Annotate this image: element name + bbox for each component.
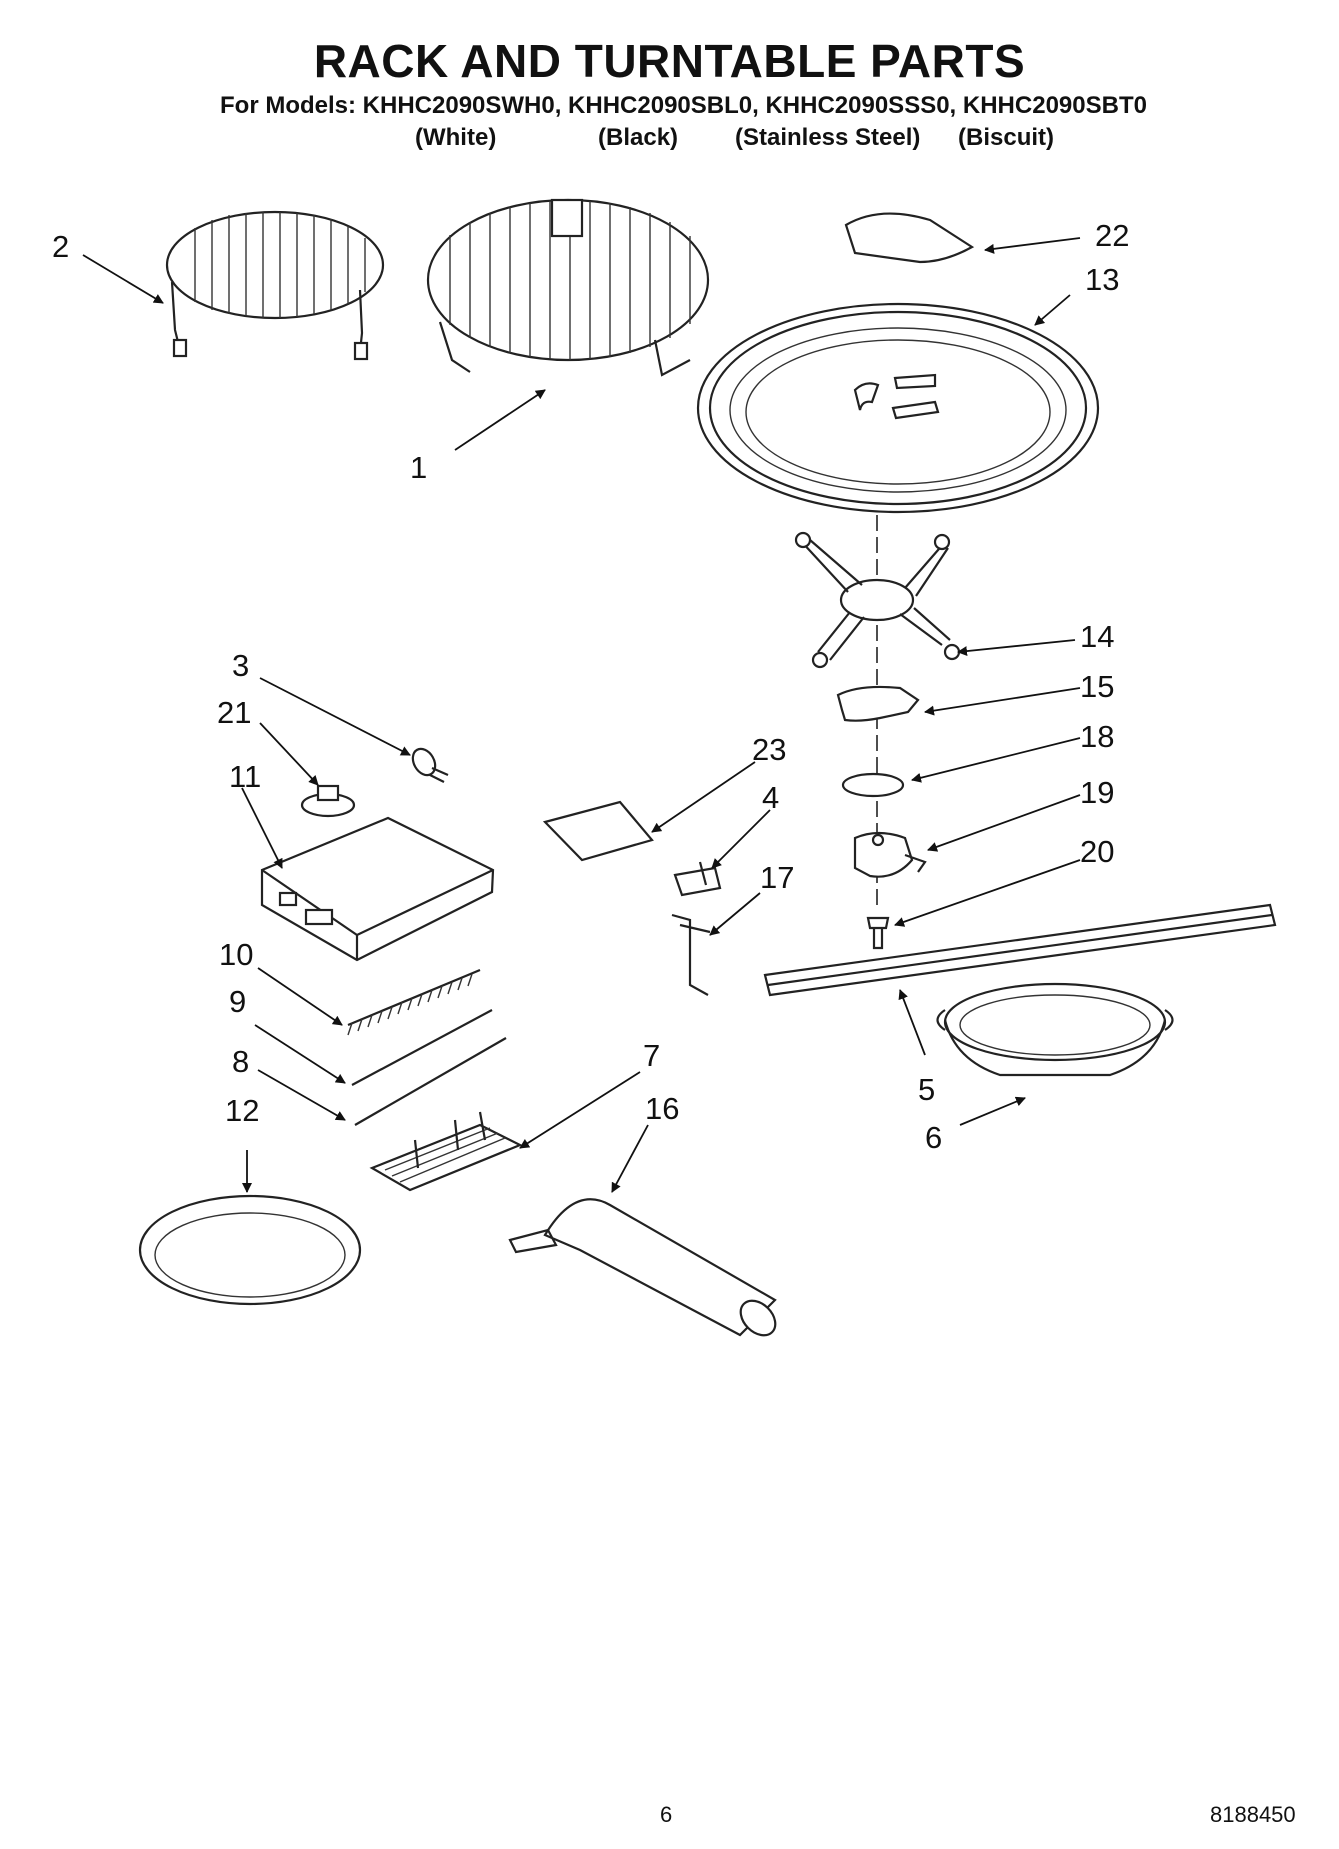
callout-4: 4 — [762, 780, 779, 815]
callout-20: 20 — [1080, 834, 1114, 869]
handle-part — [508, 1198, 777, 1337]
screw-part — [866, 916, 890, 950]
callout-1: 1 — [410, 450, 427, 485]
callout-7: 7 — [643, 1038, 660, 1073]
callout-22: 22 — [1095, 218, 1129, 253]
callout-18: 18 — [1080, 719, 1114, 754]
variant-black: (Black) — [598, 124, 679, 151]
heater-cover-part — [260, 816, 495, 962]
variant-stainless: (Stainless Steel) — [735, 124, 921, 151]
callout-13: 13 — [1085, 262, 1119, 297]
callout-21: 21 — [217, 695, 251, 730]
latch-part — [673, 861, 722, 897]
thermal-cutout-part — [300, 784, 356, 818]
callout-labels: 1 2 3 4 5 6 7 8 9 10 11 12 13 14 15 16 1… — [52, 218, 1129, 1155]
callout-23: 23 — [752, 732, 786, 767]
heater-comb-part — [347, 968, 481, 1036]
callout-arrows — [82, 237, 1081, 1193]
variant-biscuit: (Biscuit) — [958, 124, 1054, 151]
turntable-motor-part — [853, 831, 927, 878]
roller-support-part — [794, 531, 961, 669]
washer-part — [841, 772, 905, 798]
callout-19: 19 — [1080, 775, 1114, 810]
callout-17: 17 — [760, 860, 794, 895]
callout-12: 12 — [225, 1093, 259, 1128]
small-rack-part — [165, 210, 385, 361]
grill-support-part — [369, 1111, 523, 1192]
oval-dish-part — [936, 982, 1174, 1077]
callout-8: 8 — [232, 1044, 249, 1079]
document-number: 8188450 — [1210, 1802, 1296, 1827]
heater-rod-part-8 — [354, 1037, 507, 1126]
variant-white: (White) — [415, 124, 497, 151]
callout-2: 2 — [52, 229, 69, 264]
coupler-part — [836, 685, 920, 722]
large-rack-part — [426, 198, 710, 377]
cover-plate-part — [844, 212, 975, 264]
page-number: 6 — [660, 1802, 673, 1827]
callout-11: 11 — [229, 759, 261, 794]
bracket-part — [671, 913, 711, 996]
callout-3: 3 — [232, 648, 249, 683]
callout-14: 14 — [1080, 619, 1114, 654]
turntable-tray-part — [696, 302, 1100, 514]
callout-15: 15 — [1080, 669, 1114, 704]
callout-6: 6 — [925, 1120, 942, 1155]
crisper-pan-part — [138, 1194, 362, 1306]
heater-rod-part-9 — [351, 1009, 493, 1086]
callout-9: 9 — [229, 984, 246, 1019]
models-line: For Models: KHHC2090SWH0, KHHC2090SBL0, … — [220, 92, 1147, 119]
trim-strip-part — [763, 903, 1277, 997]
plate-part — [542, 800, 654, 862]
callout-10: 10 — [219, 937, 253, 972]
page-title: RACK AND TURNTABLE PARTS — [313, 35, 1026, 87]
lamp-part — [411, 747, 449, 783]
callout-5: 5 — [918, 1072, 935, 1107]
callout-16: 16 — [645, 1091, 679, 1126]
